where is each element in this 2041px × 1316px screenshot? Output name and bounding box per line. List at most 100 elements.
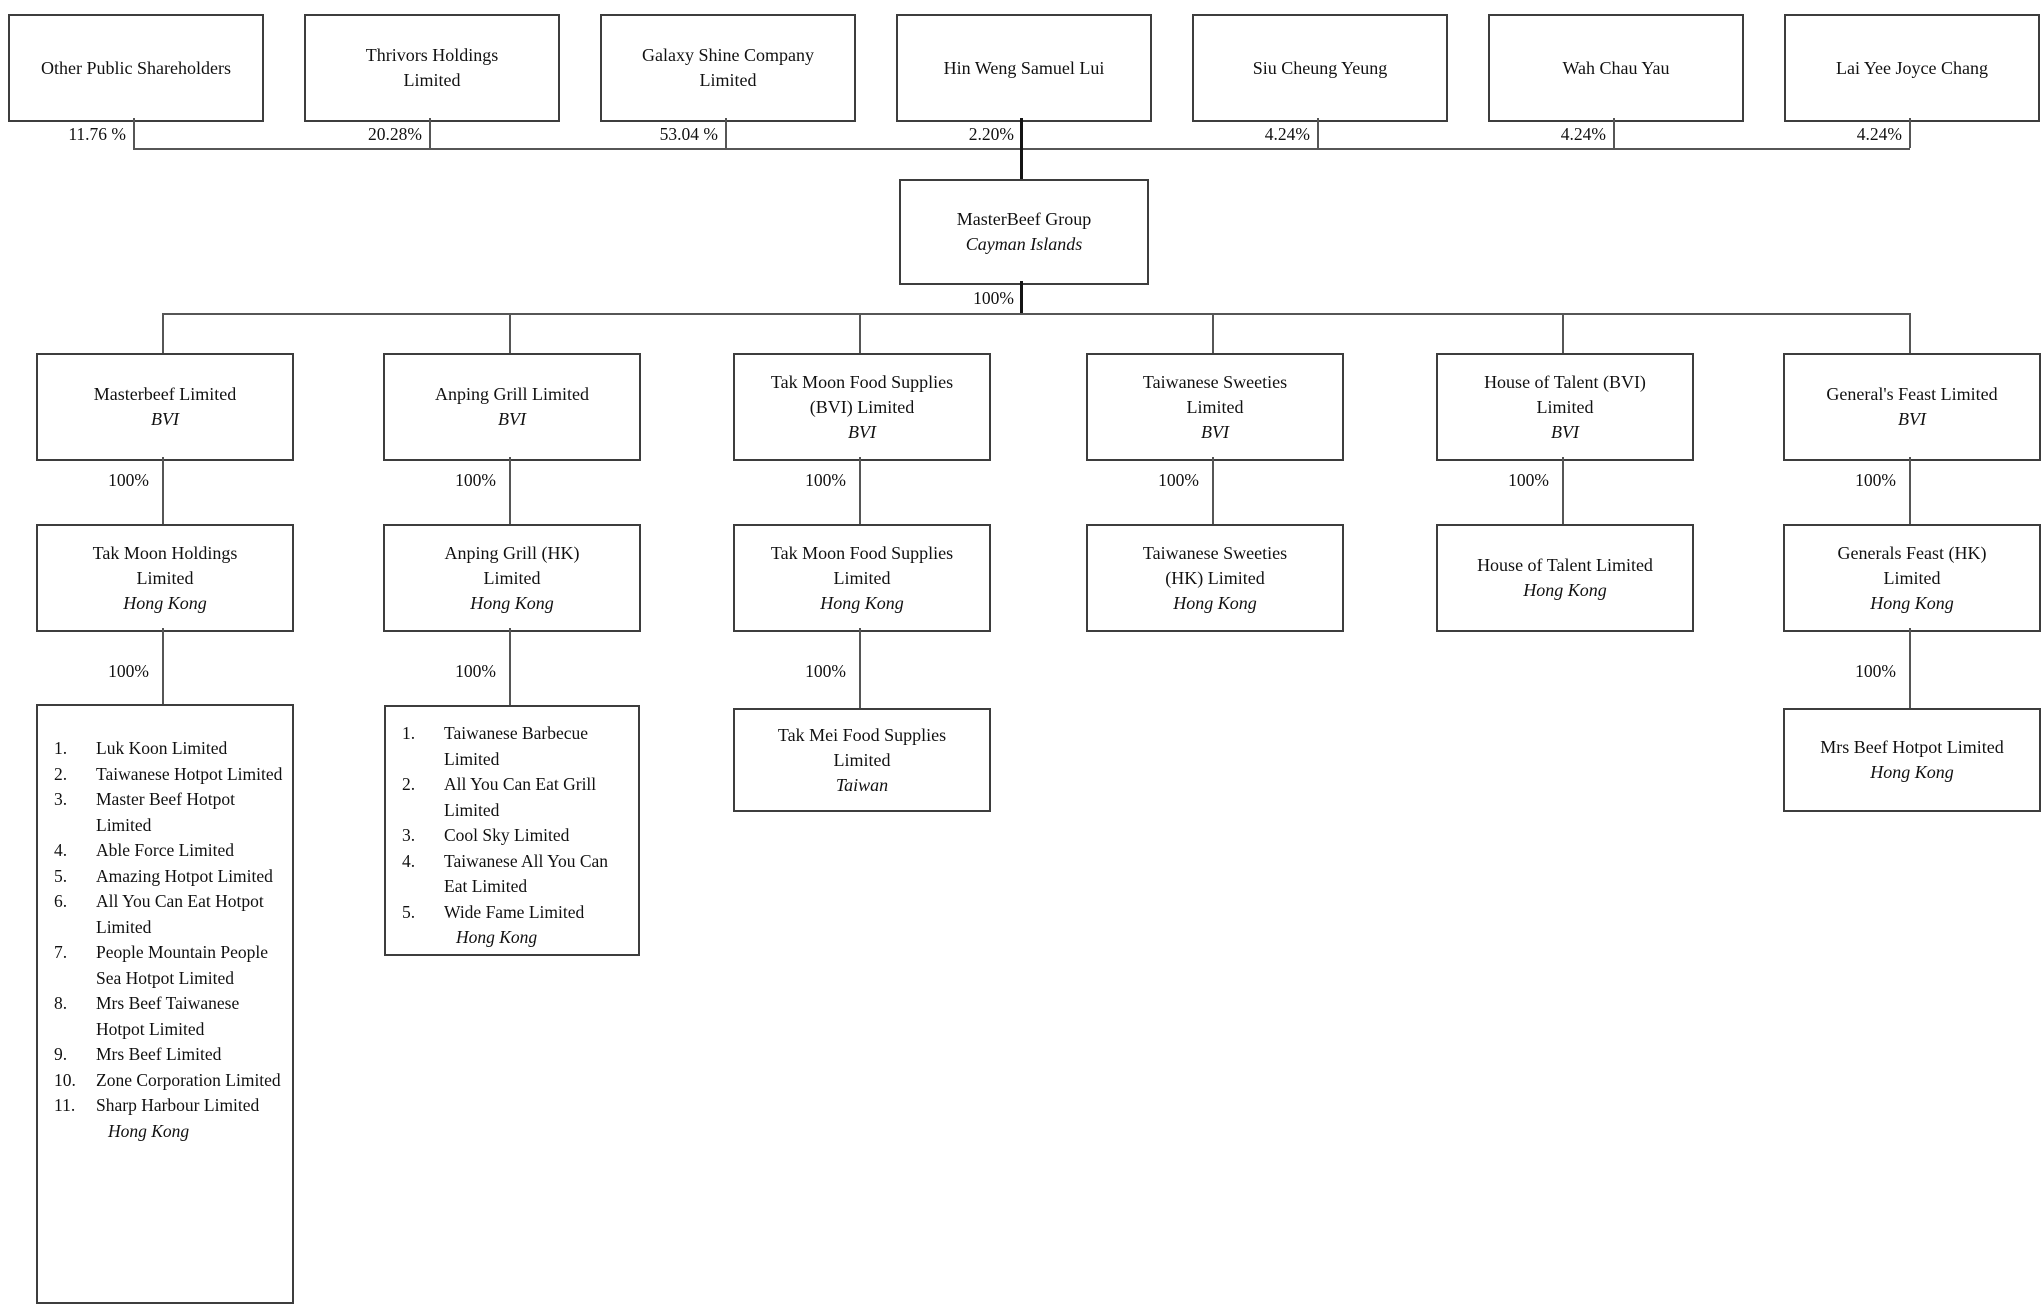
ownership-label: 100%	[455, 470, 496, 490]
ownership-label: 100%	[1855, 470, 1896, 490]
company-name: Other Public Shareholders	[41, 57, 231, 78]
ownership-label: 100%	[1855, 661, 1896, 681]
jurisdiction-label: Hong Kong	[1870, 762, 1954, 782]
connector-subsidiaries-rail	[163, 313, 1910, 315]
connector-line	[859, 457, 861, 524]
company-name: Tak Moon Food Supplies (BVI) Limited	[770, 371, 954, 417]
connector-line	[1909, 313, 1911, 353]
list-item: Luk Koon Limited	[54, 736, 228, 761]
connector-line	[1909, 118, 1911, 148]
company-name: Anping Grill (HK) Limited	[444, 542, 580, 588]
connector-line	[859, 628, 861, 708]
ownership-label: 11.76 %	[68, 124, 126, 144]
operating-companies-listbox-anping-grill: Taiwanese Barbecue Limited All You Can E…	[384, 705, 640, 956]
connector-trunk-to-parent	[1020, 118, 1023, 179]
company-name: Mrs Beef Hotpot Limited	[1820, 737, 2004, 757]
ownership-label: 100%	[805, 661, 846, 681]
jurisdiction-label: Hong Kong	[820, 592, 904, 613]
company-name: Hin Weng Samuel Lui	[943, 57, 1105, 78]
ownership-label: 100%	[1508, 470, 1549, 490]
connector-line	[1212, 313, 1214, 353]
ownership-label: 4.24%	[1264, 124, 1310, 144]
connector-line	[509, 628, 511, 705]
company-name: Anping Grill Limited	[435, 384, 589, 404]
connector-line	[509, 457, 511, 524]
shareholder-box-siu-cheung-yeung: Siu Cheung Yeung	[1192, 14, 1448, 122]
list-item: Taiwanese Barbecue Limited	[402, 721, 589, 769]
connector-line	[725, 118, 727, 148]
list-item: Sharp Harbour Limited	[54, 1093, 260, 1118]
company-box-mrs-beef-hotpot: Mrs Beef Hotpot Limited Hong Kong	[1783, 708, 2041, 812]
company-name: Tak Moon Holdings Limited	[92, 542, 238, 588]
shareholder-box-galaxy-shine: Galaxy Shine Company Limited	[600, 14, 856, 122]
operating-companies-listbox-tak-moon-holdings: Luk Koon Limited Taiwanese Hotpot Limite…	[36, 704, 294, 1304]
company-name: MasterBeef Group	[956, 209, 1092, 229]
company-name: Thrivors Holdings Limited	[365, 45, 499, 90]
shareholder-box-lai-yee-joyce-chang: Lai Yee Joyce Chang	[1784, 14, 2040, 122]
company-name: Masterbeef Limited	[93, 384, 237, 404]
connector-line	[162, 628, 164, 704]
company-name: Tak Moon Food Supplies Limited	[770, 542, 954, 588]
jurisdiction-label: Taiwan	[835, 774, 889, 795]
list-item: All You Can Eat Hotpot Limited	[54, 889, 264, 937]
connector-line	[162, 457, 164, 524]
jurisdiction-label: BVI	[1201, 421, 1229, 442]
company-name: Lai Yee Joyce Chang	[1836, 57, 1988, 78]
ownership-label: 4.24%	[1856, 124, 1902, 144]
jurisdiction-label: Hong Kong	[108, 1120, 190, 1141]
company-box-tak-mei-food-supplies: Tak Mei Food Supplies Limited Taiwan	[733, 708, 991, 812]
ownership-label: 100%	[455, 661, 496, 681]
shareholder-box-thrivors-holdings: Thrivors Holdings Limited	[304, 14, 560, 122]
connector-line	[1562, 457, 1564, 524]
list-item: Amazing Hotpot Limited	[54, 864, 273, 889]
connector-line	[509, 313, 511, 353]
connector-line	[133, 118, 135, 148]
connector-line	[859, 313, 861, 353]
ownership-label: 100%	[108, 661, 149, 681]
shareholder-box-wah-chau-yau: Wah Chau Yau	[1488, 14, 1744, 122]
jurisdiction-label: BVI	[1551, 421, 1579, 442]
ownership-label: 2.20%	[968, 124, 1014, 144]
company-name: General's Feast Limited	[1826, 384, 1998, 404]
list-item: Mrs Beef Limited	[54, 1042, 222, 1067]
company-name: House of Talent Limited	[1477, 555, 1653, 575]
ownership-label: 100%	[973, 288, 1014, 308]
connector-parent-to-rail	[1020, 281, 1023, 313]
company-name: Siu Cheung Yeung	[1252, 57, 1388, 78]
jurisdiction-label: BVI	[151, 409, 179, 429]
jurisdiction-label: Hong Kong	[1523, 580, 1607, 600]
company-name: Taiwanese Sweeties (HK) Limited	[1142, 542, 1288, 588]
connector-line	[162, 313, 164, 353]
jurisdiction-label: Hong Kong	[456, 927, 538, 947]
list-item: Taiwanese Hotpot Limited	[54, 762, 283, 787]
ownership-label: 100%	[805, 470, 846, 490]
ownership-label: 4.24%	[1560, 124, 1606, 144]
company-name: Generals Feast (HK) Limited	[1837, 542, 1987, 588]
jurisdiction-label: BVI	[1898, 409, 1926, 429]
list-item: All You Can Eat Grill Limited	[402, 772, 597, 820]
company-name: Tak Mei Food Supplies Limited	[777, 724, 947, 770]
ownership-label: 100%	[108, 470, 149, 490]
connector-line	[429, 118, 431, 148]
company-box-masterbeef-group: MasterBeef Group Cayman Islands	[899, 179, 1149, 285]
shareholder-box-hin-weng-samuel-lui: Hin Weng Samuel Lui	[896, 14, 1152, 122]
jurisdiction-label: BVI	[498, 409, 526, 429]
company-name: Wah Chau Yau	[1562, 57, 1670, 78]
list-item: Zone Corporation Limited	[54, 1068, 281, 1093]
connector-line	[1909, 628, 1911, 708]
ownership-label: 53.04 %	[659, 124, 718, 144]
connector-line	[1909, 457, 1911, 524]
list-item: Cool Sky Limited	[402, 823, 570, 848]
list-item: Taiwanese All You Can Eat Limited	[402, 849, 609, 897]
